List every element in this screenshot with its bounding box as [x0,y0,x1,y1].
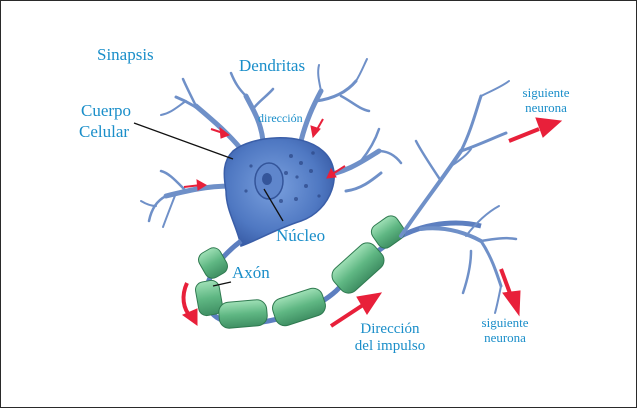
label-siguiente-neurona-bottom: siguiente neurona [469,316,541,346]
label-siguiente-neurona-top: siguiente neurona [516,86,576,116]
nucleolus [262,173,272,185]
label-direccion-impulso-line1: Dirección [351,321,429,338]
arrow-dendrite-top [311,119,323,137]
arrow-terminal-top [509,118,561,141]
label-axon: Axón [232,263,270,283]
arrow-terminal-bottom [501,269,520,315]
label-siguiente-top-line1: siguiente [516,86,576,101]
axon-terminals [401,81,516,313]
label-siguiente-top-line2: neurona [516,101,576,116]
label-sinapsis: Sinapsis [97,45,154,65]
label-nucleo: Núcleo [276,226,325,246]
label-direccion-small: dirección [258,112,303,126]
label-celular: Celular [79,122,129,142]
label-direccion-impulso-line2: del impulso [351,338,429,355]
arrow-dendrite-left-top [211,128,229,138]
label-siguiente-bottom-line1: siguiente [469,316,541,331]
arrow-axon-left [183,283,197,325]
label-direccion-impulso: Dirección del impulso [351,321,429,356]
label-siguiente-bottom-line2: neurona [469,331,541,346]
label-dendritas: Dendritas [239,56,305,76]
label-cuerpo: Cuerpo [81,101,131,121]
